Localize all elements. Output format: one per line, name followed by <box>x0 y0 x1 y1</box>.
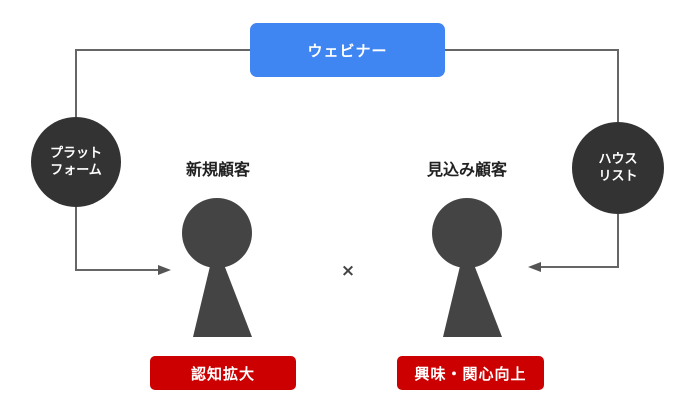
channel-house-list-line1: ハウス <box>598 152 638 167</box>
channel-platform-line1: プラット <box>49 146 102 161</box>
goal-badge-awareness: 認知拡大 <box>150 356 296 390</box>
channel-house-list: ハウス リスト <box>572 122 664 214</box>
webinar-node: ウェビナー <box>250 23 445 77</box>
webinar-label: ウェビナー <box>307 41 388 60</box>
goal-label-interest: 興味・関心向上 <box>414 364 527 383</box>
channel-house-list-line2: リスト <box>598 169 638 184</box>
segment-title-new-customers: 新規顧客 <box>185 160 250 179</box>
channel-platform: プラット フォーム <box>31 117 121 207</box>
goal-label-awareness: 認知拡大 <box>190 364 255 383</box>
connector-left-top <box>75 49 250 117</box>
arrow-right-icon <box>158 265 171 275</box>
person-new-customer-icon <box>182 198 252 337</box>
connector-right-top <box>445 49 619 122</box>
multiply-icon: × <box>340 261 356 281</box>
connector-right-bottom <box>538 214 619 268</box>
connector-left-bottom <box>75 207 160 271</box>
channel-platform-line2: フォーム <box>50 163 102 178</box>
arrow-left-icon <box>528 262 541 272</box>
segment-title-prospects: 見込み顧客 <box>426 160 507 179</box>
person-prospect-icon <box>432 198 502 337</box>
goal-badge-interest: 興味・関心向上 <box>397 356 544 390</box>
